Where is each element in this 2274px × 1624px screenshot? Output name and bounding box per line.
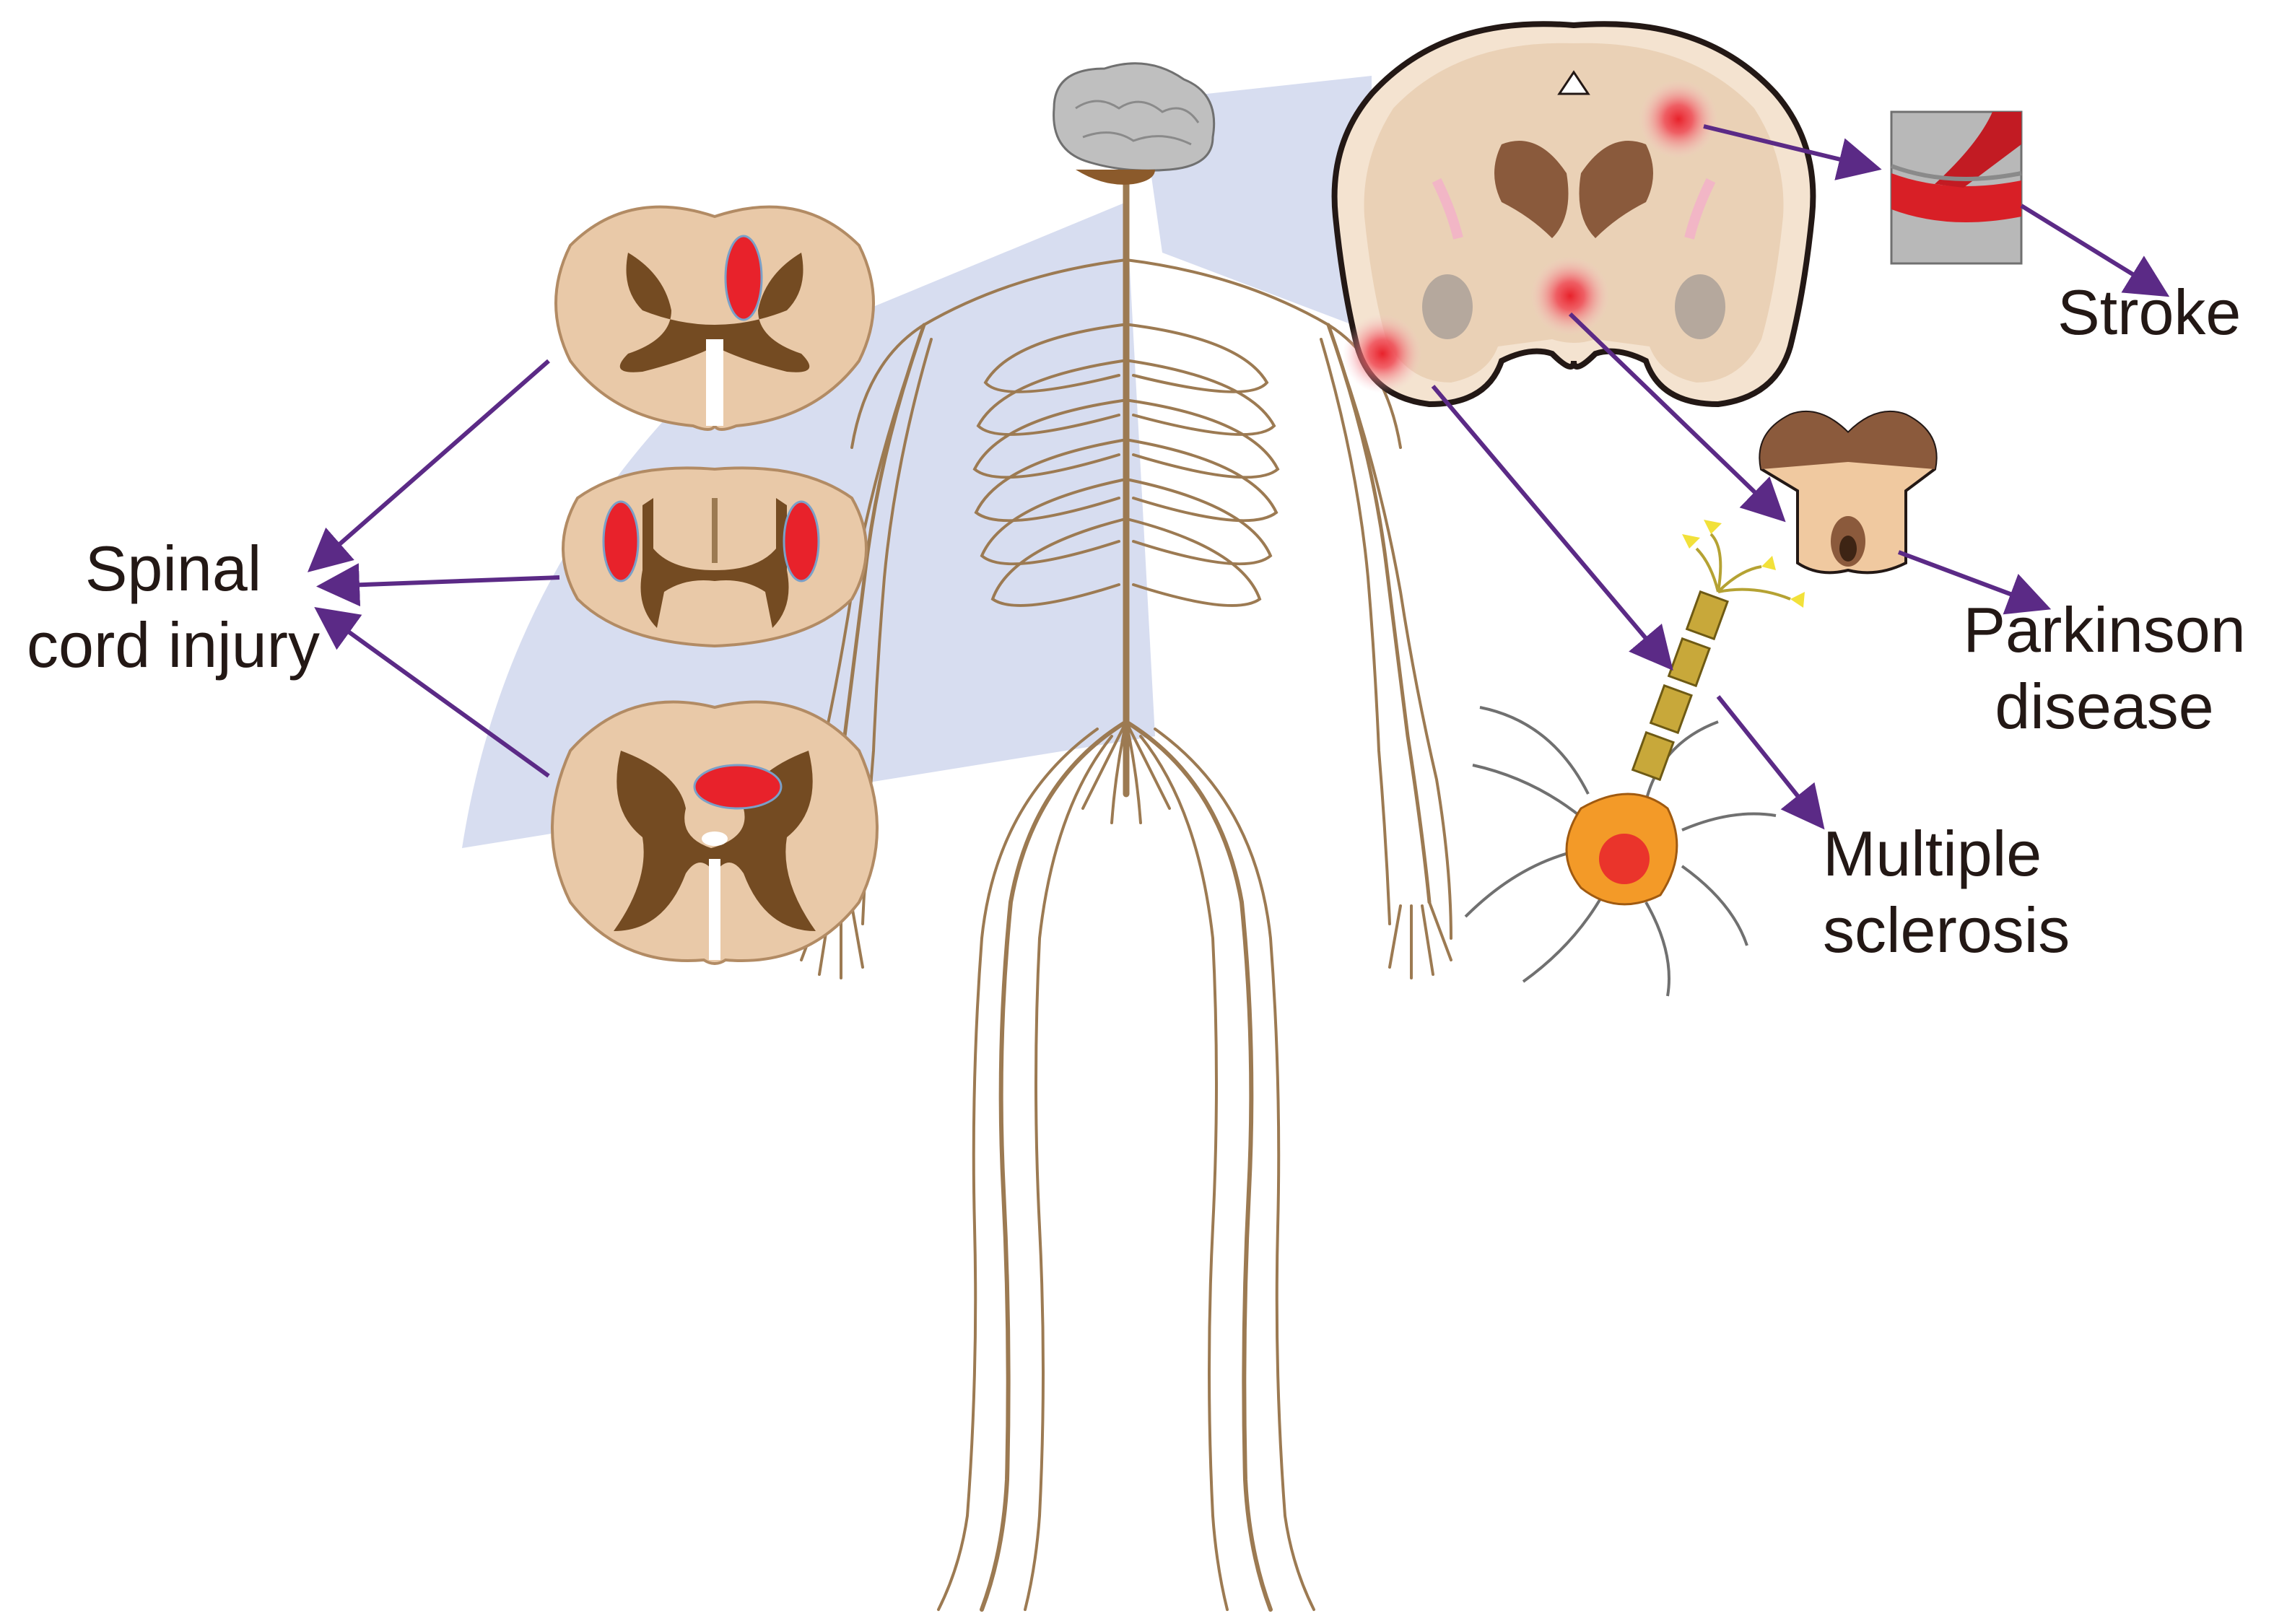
- spinal-section-central-lesion: [551, 700, 879, 965]
- arrow-neuron-to-ms: [1716, 695, 1825, 830]
- ms-neuron: [1464, 520, 1805, 997]
- spinal-section-dorsal-lesion: [554, 205, 875, 431]
- label-line: Spinal: [84, 533, 262, 604]
- brain-lesion-midbrain: [1530, 256, 1610, 336]
- arrows: [307, 124, 2170, 830]
- parkinson-midbrain-section: [1759, 410, 1938, 575]
- lesion-left-lateral: [602, 500, 640, 582]
- arrow-parkinson-to-label: [1897, 550, 2052, 615]
- stroke-vessel-inset: [1890, 110, 2023, 265]
- label-line: disease: [1995, 670, 2214, 742]
- stroke-label: Stroke: [2057, 274, 2241, 351]
- spinal-cord-injury-label: Spinal cord injury: [0, 531, 347, 683]
- arrow-wm-to-neuron: [1431, 385, 1673, 671]
- label-line: Multiple: [1823, 818, 2042, 889]
- multiple-sclerosis-label: Multiple sclerosis: [1823, 816, 2070, 968]
- arrow-midbrain-to-parkinson: [1568, 312, 1786, 523]
- figure-brain: [1053, 62, 1216, 185]
- lesion-central: [693, 764, 783, 810]
- arrow-cortex-to-vessel: [1703, 124, 1882, 180]
- label-line: sclerosis: [1823, 894, 2070, 966]
- lesion-dorsal: [724, 235, 763, 321]
- arrow-vessel-to-stroke: [2020, 204, 2170, 297]
- arrow-lateral-to-sci: [316, 563, 560, 607]
- spinal-section-lateral-lesion: [562, 466, 868, 648]
- parkinson-disease-label: Parkinson disease: [1938, 592, 2270, 744]
- brain-coronal-section: [1331, 21, 1816, 408]
- label-line: Stroke: [2057, 276, 2242, 348]
- brain-lesion-white-matter: [1343, 314, 1422, 393]
- lesion-right-lateral: [783, 500, 820, 582]
- arrow-central-to-sci: [314, 606, 550, 778]
- brain-lesion-cortex: [1639, 79, 1718, 159]
- arrow-dorsal-to-sci: [307, 359, 550, 572]
- body-nerves: [800, 180, 1452, 1612]
- label-line: cord injury: [27, 608, 320, 681]
- label-line: Parkinson: [1963, 594, 2246, 665]
